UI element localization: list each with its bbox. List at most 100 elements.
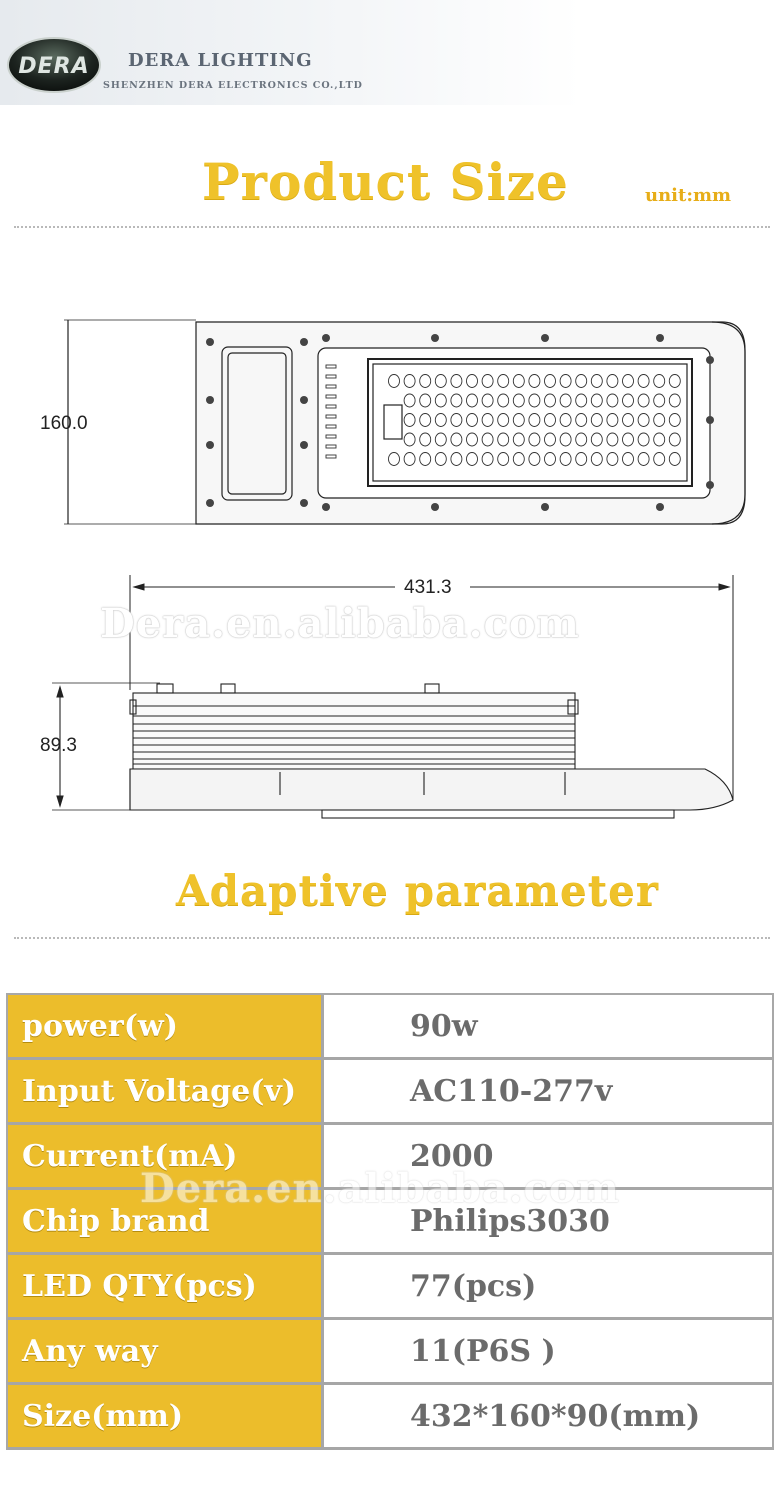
led-chip bbox=[668, 393, 681, 408]
led-chip bbox=[653, 374, 666, 388]
param-label: Any way bbox=[8, 1320, 324, 1382]
led-chip bbox=[497, 452, 510, 466]
led-chip bbox=[590, 393, 603, 408]
divider bbox=[14, 937, 770, 939]
param-value: AC110-277v bbox=[410, 1073, 613, 1109]
led-chip bbox=[497, 432, 510, 447]
led-chip bbox=[606, 452, 619, 466]
brand-name: DERA LIGHTING bbox=[128, 50, 313, 71]
led-chip bbox=[388, 374, 400, 388]
led-chip bbox=[606, 432, 619, 447]
led-chip bbox=[434, 452, 447, 466]
led-chip bbox=[559, 452, 572, 466]
led-chip bbox=[575, 374, 588, 388]
adaptive-parameter-title: Adaptive parameter bbox=[176, 866, 659, 915]
led-chip bbox=[606, 413, 619, 427]
led-chip bbox=[434, 413, 447, 427]
led-chip bbox=[434, 432, 447, 447]
param-value: 77(pcs) bbox=[410, 1268, 537, 1304]
led-chip bbox=[403, 393, 416, 408]
led-chip bbox=[668, 432, 681, 447]
led-chip bbox=[544, 374, 556, 388]
unit-label: unit:mm bbox=[645, 185, 732, 206]
led-chip bbox=[481, 374, 494, 388]
table-row: power(w) 90w bbox=[8, 995, 772, 1060]
param-label: LED QTY(pcs) bbox=[8, 1255, 324, 1317]
watermark: Dera.en.alibaba.com bbox=[140, 1165, 620, 1212]
led-chip bbox=[590, 413, 603, 427]
led-chip bbox=[575, 452, 588, 466]
led-chip bbox=[434, 374, 447, 388]
led-chip bbox=[606, 374, 619, 388]
led-chip bbox=[388, 452, 400, 466]
param-value: Philips3030 bbox=[410, 1203, 610, 1239]
led-chip bbox=[559, 413, 572, 427]
led-chip bbox=[622, 413, 634, 427]
led-chip bbox=[466, 393, 478, 408]
led-chip bbox=[450, 393, 463, 408]
table-row: Input Voltage(v) AC110-277v bbox=[8, 1060, 772, 1125]
param-label: Chip brand bbox=[8, 1190, 324, 1252]
table-row: Size(mm) 432*160*90(mm) bbox=[8, 1385, 772, 1450]
table-row: Current(mA) 2000 bbox=[8, 1125, 772, 1190]
led-chip bbox=[512, 432, 525, 447]
dimension-drawing bbox=[52, 319, 746, 819]
led-chip bbox=[497, 374, 510, 388]
led-chip bbox=[466, 432, 478, 447]
led-chip bbox=[668, 452, 681, 466]
param-label: Input Voltage(v) bbox=[8, 1060, 324, 1122]
led-chip bbox=[419, 393, 432, 408]
led-chip bbox=[575, 432, 588, 447]
param-value: 2000 bbox=[410, 1138, 494, 1174]
led-chip bbox=[590, 374, 603, 388]
led-chip bbox=[403, 374, 416, 388]
led-chip bbox=[575, 413, 588, 427]
company-name: SHENZHEN DERA ELECTRONICS CO.,LTD bbox=[103, 80, 363, 91]
led-chip bbox=[512, 413, 525, 427]
company-header: DERA DERA LIGHTING SHENZHEN DERA ELECTRO… bbox=[0, 0, 776, 105]
led-chip bbox=[497, 413, 510, 427]
led-chip bbox=[637, 452, 650, 466]
led-chip bbox=[606, 393, 619, 408]
led-chip bbox=[466, 374, 478, 388]
led-chip bbox=[544, 432, 556, 447]
product-size-title: Product Size bbox=[202, 152, 569, 211]
param-value: 432*160*90(mm) bbox=[410, 1398, 701, 1434]
led-chip bbox=[637, 393, 650, 408]
led-chip bbox=[434, 393, 447, 408]
led-chip bbox=[481, 393, 494, 408]
led-chip bbox=[653, 393, 666, 408]
table-row: Any way 11(P6S ) bbox=[8, 1320, 772, 1385]
led-chip bbox=[622, 393, 634, 408]
led-chip bbox=[512, 452, 525, 466]
led-chip bbox=[497, 393, 510, 408]
led-chip bbox=[528, 452, 541, 466]
param-label: Size(mm) bbox=[8, 1385, 324, 1447]
led-chip bbox=[450, 413, 463, 427]
table-row: LED QTY(pcs) 77(pcs) bbox=[8, 1255, 772, 1320]
param-label: power(w) bbox=[8, 995, 324, 1057]
divider bbox=[14, 226, 770, 228]
led-chip bbox=[590, 452, 603, 466]
led-chip bbox=[419, 452, 432, 466]
led-chip bbox=[528, 393, 541, 408]
led-chip bbox=[481, 413, 494, 427]
height-dimension-label: 160.0 bbox=[40, 413, 88, 434]
led-chip bbox=[528, 374, 541, 388]
led-chip bbox=[668, 413, 681, 427]
led-chip bbox=[575, 393, 588, 408]
led-chip bbox=[622, 452, 634, 466]
led-chip bbox=[544, 413, 556, 427]
led-chip bbox=[466, 452, 478, 466]
led-chip bbox=[637, 413, 650, 427]
depth-dimension-label: 89.3 bbox=[40, 735, 77, 756]
dera-logo: DERA bbox=[7, 37, 101, 93]
table-row: Chip brand Philips3030 bbox=[8, 1190, 772, 1255]
watermark: Dera.en.alibaba.com bbox=[100, 600, 580, 647]
led-chip bbox=[622, 374, 634, 388]
led-chip bbox=[450, 452, 463, 466]
led-chip bbox=[512, 374, 525, 388]
led-chip bbox=[622, 432, 634, 447]
led-chip bbox=[637, 374, 650, 388]
param-label: Current(mA) bbox=[8, 1125, 324, 1187]
